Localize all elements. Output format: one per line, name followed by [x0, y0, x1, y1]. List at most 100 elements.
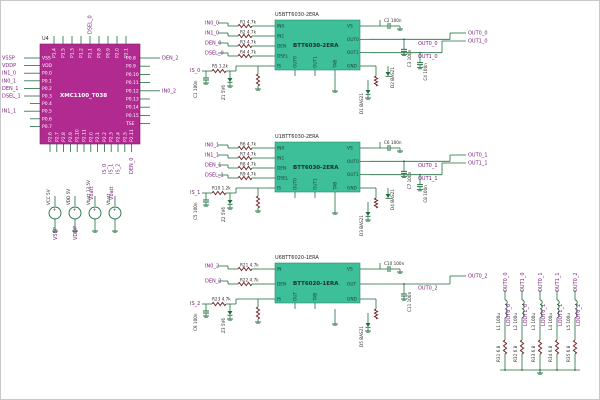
mcu-top-pin: P1.5 [61, 48, 67, 58]
driver-output-net-inner: OUT1_0 [418, 54, 438, 60]
input-resistor [237, 175, 253, 181]
load-output-net: OUT0_2 [573, 272, 579, 292]
load-resistor-label: R31 6.8 [496, 345, 501, 362]
mcu-top-pin: P1.3 [70, 48, 76, 58]
driver-title: U6BTT6020-1ERA [275, 255, 319, 261]
load-inductor-label: L2 100u [513, 313, 518, 330]
driver-right-pin: VS [347, 146, 353, 152]
mcu-left-net: DSEL_1 [2, 94, 21, 100]
driver-stage-1[interactable]: U1BTT6030-2ERABTT6030-2ERAIN0IN1DENDSELI… [190, 134, 488, 236]
svg-text:+: + [73, 207, 77, 212]
sense-resistor [211, 190, 227, 196]
source-net: Vbatt [89, 186, 95, 200]
gnd-diode-2-label: D4 BAS21 [390, 189, 395, 210]
sense-pulldown-ground [255, 208, 261, 213]
sense-resistor-label: R10 1.2k [212, 186, 231, 191]
input-resistor [237, 155, 253, 161]
load-output-net: OUT1_0 [520, 272, 526, 292]
mcu-right-pin: P0.14 [126, 105, 139, 111]
sense-cap-label: C1 100n [193, 80, 198, 98]
driver-output-net: OUT0_0 [468, 31, 488, 37]
source-ground [92, 228, 98, 233]
mcu-left-pin: VSS [42, 56, 51, 62]
driver-left-pin: IS [277, 297, 281, 303]
load-inductor [556, 299, 560, 319]
mcu-bottom-pin: P2.8 [61, 132, 67, 142]
sense-zener-label: Z1 5V6 [221, 85, 226, 100]
driver-left-pin: DSEL [277, 176, 289, 182]
gnd-diode [365, 90, 371, 95]
output-cap-label: C11 100n [407, 291, 412, 312]
mcu-bottom-pin: P2.7 [54, 132, 60, 142]
load-resistor-label: R33 6.8 [531, 345, 536, 362]
sense-resistor-label: R5 1.2k [212, 64, 229, 69]
load-inductor-label: L5 100u [566, 313, 571, 330]
driver-left-pin: IS [277, 186, 281, 192]
mcu-top-pin: P0.9 [106, 48, 112, 58]
load-inductor [504, 299, 508, 319]
input-resistor-label: R7 4.7k [240, 152, 257, 157]
mcu-block[interactable]: U4 XMC1100_T038 VSSVDDP0.0P0.1P0.2P0.3P0… [2, 15, 178, 174]
driver-part-name: BTT6030-2ERA [293, 165, 339, 171]
driver-title: U1BTT6030-2ERA [275, 134, 319, 140]
output-cap-ground [417, 64, 423, 70]
driver-stage-0[interactable]: U5BTT6030-2ERABTT6030-2ERAIN0IN1DENDSELI… [190, 12, 488, 114]
driver-input-net: IN0_0 [205, 21, 219, 27]
input-resistor [237, 23, 253, 29]
mcu-bottom-pin: P2.4 [116, 132, 122, 142]
input-resistor-label: R4 4.7k [240, 50, 257, 55]
mcu-bottom-pin: P2.2 [102, 132, 108, 142]
input-resistor-label: R9 4.7k [240, 172, 257, 177]
driver-right-pin: GND [347, 297, 358, 303]
sense-zener-label: Z2 5V6 [221, 207, 226, 222]
mcu-left-net: IN0_1 [2, 78, 16, 84]
gnd-diode [365, 323, 371, 328]
mcu-body [39, 43, 141, 145]
driver-output-net-inner: OUT0_1 [418, 163, 438, 169]
sense-zener-label: Z3 5V6 [221, 318, 226, 333]
driver-sense-net: IS_1 [190, 190, 200, 196]
output-cap-label: C8 100n [423, 185, 428, 203]
mcu-net-labels: VSSPVDDPIN1_0IN0_1DEN_1DSEL_1IN1_1DEN_2I… [2, 15, 178, 174]
mcu-top-pin: P2.1 [124, 48, 130, 58]
sense-zener [227, 200, 233, 205]
load-node-net: LOUT1_0 [523, 304, 529, 326]
gnd-diode-ground [365, 95, 371, 100]
mcu-left-pin: VDD [42, 63, 53, 69]
source-name: VDD 5V [66, 189, 71, 205]
load-ground [537, 370, 543, 375]
mcu-bottom-pin: P2.11 [129, 129, 135, 142]
mcu-bottom-pin: P2.5 [122, 132, 128, 142]
driver-stage-2[interactable]: U6BTT6020-1ERABTT6020-1ERAINDENISVSOUTGN… [190, 255, 488, 347]
supply-cap-ground [397, 26, 403, 31]
source-name: Vbatt 13.5V [86, 180, 91, 205]
load-resistor-label: R34 6.8 [548, 345, 553, 362]
driver-title: U5BTT6030-2ERA [275, 12, 319, 18]
mcu-left-net: DEN_1 [2, 86, 18, 92]
source-net: Vbatt [109, 186, 115, 200]
sense-pulldown-resistor [255, 306, 261, 320]
load-resistor [502, 339, 508, 355]
load-output-net: OUT1_1 [555, 272, 561, 292]
driver-right-pin: OUT1 [347, 50, 359, 56]
output-cap-ground [401, 296, 407, 301]
driver-input-net: IN0_2 [205, 264, 219, 270]
input-resistor-label: R6 4.7k [240, 142, 257, 147]
mcu-right-pin: P0.10 [126, 72, 139, 78]
svg-text:+: + [113, 207, 117, 212]
mcu-ref: U4 [42, 36, 49, 42]
output-cap-label: C7 100n [407, 171, 412, 189]
mcu-bottom-pin: P2.3 [109, 132, 115, 142]
driver-input-net: IN1_0 [205, 31, 219, 37]
driver-body [274, 141, 361, 193]
load-resistor [537, 339, 543, 355]
input-resistor [237, 53, 253, 59]
output-cap-label: C3 100n [407, 49, 412, 67]
mcu-bottom-net: IS_1 [109, 164, 115, 174]
load-resistor [572, 339, 578, 355]
sense-resistor [211, 68, 227, 74]
